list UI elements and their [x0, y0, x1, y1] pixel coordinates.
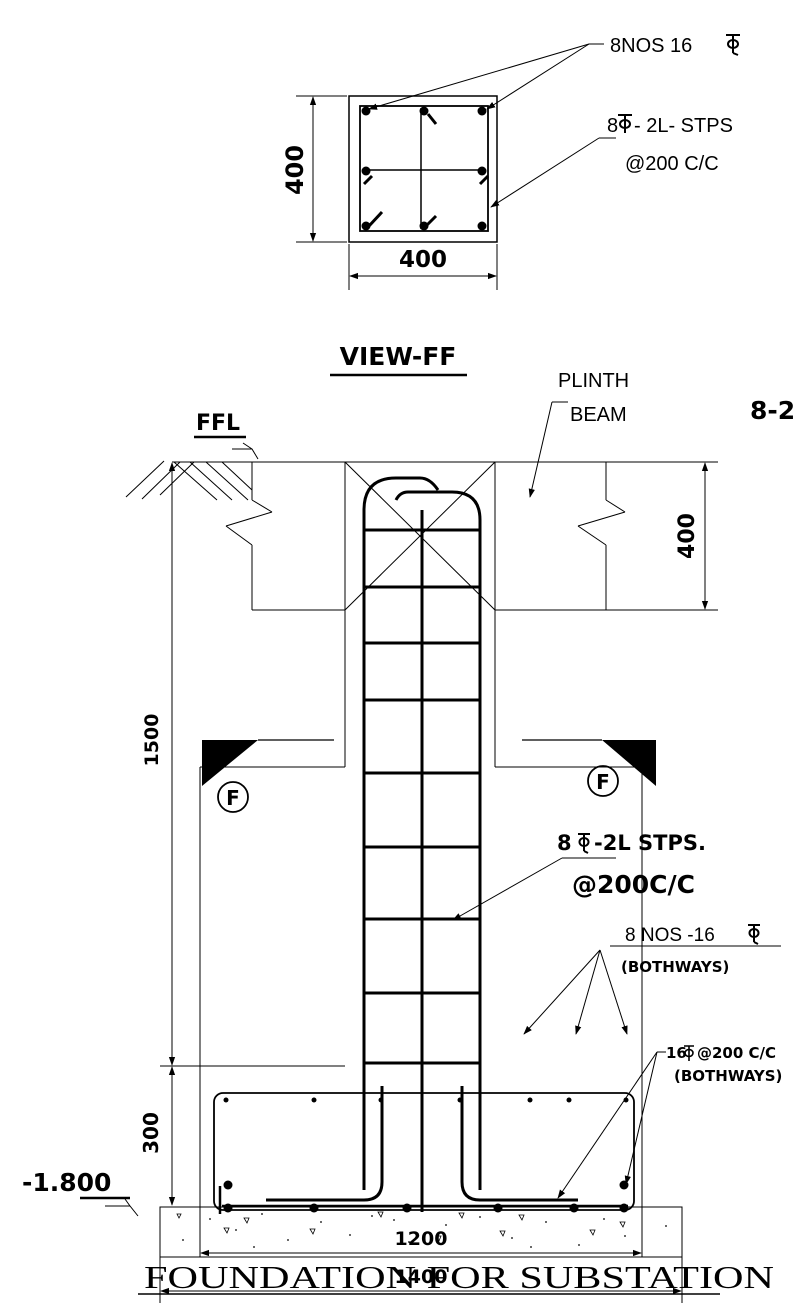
- section-height-dimension: [296, 95, 347, 243]
- stirrup-callout: 8 -2L STPS. @200C/C: [557, 831, 706, 899]
- ties-text-rest: - 2L- STPS: [634, 115, 733, 137]
- stirrup-callout-num: 8: [557, 831, 572, 855]
- footing-bars-both: (BOTHWAYS): [621, 958, 729, 976]
- mesh-callout-rest: @200 C/C: [697, 1044, 776, 1062]
- cropped-label: 8-2: [750, 396, 795, 425]
- column-outline: [348, 95, 498, 243]
- plinth-label-line2: BEAM: [570, 404, 627, 426]
- mesh-callout-num: 16: [666, 1044, 687, 1062]
- column-inner-tie: [362, 108, 486, 229]
- plinth-label-line1: PLINTH: [558, 370, 629, 392]
- ffl-symbol: [232, 442, 259, 460]
- column-height-label: 1500: [141, 714, 163, 767]
- footing-mesh: [213, 1092, 635, 1211]
- tie-dia-icon: [618, 114, 632, 133]
- stirrup-leader: [452, 857, 616, 921]
- mesh-dia-icon: [684, 1045, 694, 1061]
- pcc-speckles: [182, 1213, 667, 1248]
- main-bars-text: 8NOS 16: [610, 35, 692, 57]
- section-width-dimension: [348, 244, 498, 290]
- base-bends: [266, 1086, 578, 1202]
- bar-dia-icon: [726, 34, 740, 56]
- plinth-leader: [528, 401, 568, 498]
- footing-width-label: 1200: [395, 1228, 448, 1250]
- view-title: VIEW-FF: [340, 342, 457, 371]
- ties-spacing-text: @200 C/C: [625, 153, 719, 175]
- footing-bars-leader: [523, 945, 781, 1035]
- section-marker-left-label: F: [226, 786, 240, 810]
- main-bars-label: 8NOS 16: [610, 34, 740, 57]
- section-ties-label: 8 - 2L- STPS @200 C/C: [607, 114, 733, 175]
- stirrup-callout-spacing: @200C/C: [572, 870, 695, 899]
- column-height-dimension: [160, 462, 345, 1067]
- level-symbol: [105, 1198, 139, 1217]
- section-width-label: 400: [399, 247, 447, 273]
- footing-bars-callout: 8 NOS -16 (BOTHWAYS): [621, 924, 760, 976]
- section-marker-right-label: F: [596, 770, 610, 794]
- column-vertical-bars: [362, 476, 482, 1212]
- level-label: -1.800: [22, 1168, 111, 1197]
- beam-depth-label: 400: [675, 513, 700, 559]
- section-marker-right: [522, 739, 656, 797]
- stirrup-dia-icon: [578, 833, 590, 854]
- column-section: [296, 43, 616, 290]
- mesh-callout: 16 @200 C/C (BOTHWAYS): [666, 1044, 782, 1085]
- column-bars: [361, 106, 487, 231]
- drawing-caption: FOUNDATION FOR SUBSTATION: [144, 1259, 774, 1295]
- ground-hatch: [125, 460, 253, 501]
- section-height-label: 400: [281, 145, 309, 195]
- section-marker-left: [202, 739, 334, 813]
- footing-depth-label: 300: [139, 1112, 163, 1154]
- footing-bar-dia-icon: [748, 924, 760, 945]
- ffl-label: FFL: [196, 411, 240, 436]
- pcc-width-label: 1400: [395, 1266, 448, 1288]
- section-leaders: [368, 43, 616, 208]
- beam-depth-dimension: [606, 462, 718, 611]
- stirrup-callout-rest: -2L STPS.: [594, 831, 706, 855]
- footing-depth-dimension: [159, 1066, 176, 1212]
- column-stirrup: [359, 105, 489, 232]
- column-elevation: [344, 461, 496, 767]
- pcc-triangles: [176, 1211, 626, 1242]
- ties-text-num: 8: [607, 115, 618, 137]
- elevation: [105, 401, 781, 1303]
- pcc-width-dimension: [159, 1257, 683, 1303]
- mesh-callout-both: (BOTHWAYS): [674, 1067, 782, 1085]
- plinth-beam: [225, 462, 626, 611]
- footing-bars: [223, 1097, 629, 1213]
- mesh-leader: [557, 1051, 666, 1199]
- footing-bars-text: 8 NOS -16: [625, 925, 715, 946]
